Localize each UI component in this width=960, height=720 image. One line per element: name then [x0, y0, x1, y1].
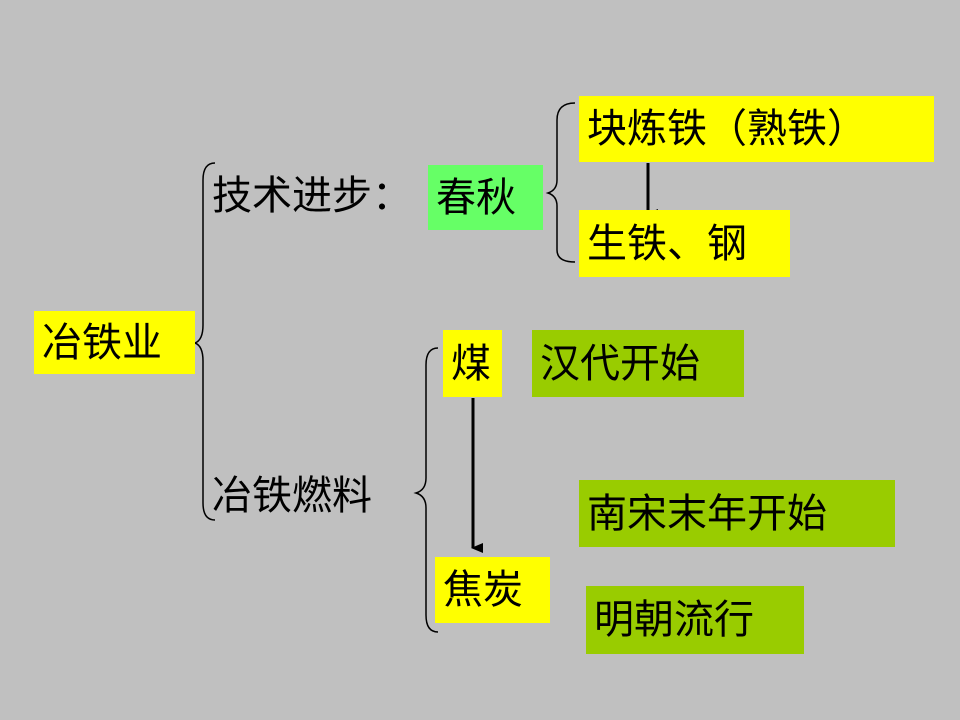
note-ming-label: 明朝流行	[594, 597, 754, 643]
fuel-brace	[413, 347, 439, 633]
root-label: 冶铁业	[42, 319, 162, 366]
note-song-label: 南宋末年开始	[587, 490, 827, 537]
item-pig-iron-steel: 生铁、钢	[579, 210, 790, 277]
fuel-coke-label: 焦炭	[443, 567, 523, 613]
period-spring-autumn: 春秋	[428, 165, 543, 230]
fuel-coal-label: 煤	[451, 340, 491, 387]
period-brace	[545, 102, 576, 263]
note-ming-dynasty: 明朝流行	[586, 586, 804, 654]
period-label: 春秋	[436, 174, 516, 221]
root-node: 冶铁业	[34, 311, 195, 374]
tech-progress-label: 技术进步：	[212, 173, 412, 219]
note-southern-song: 南宋末年开始	[579, 480, 895, 547]
item-wrought-iron-label: 块炼铁（熟铁）	[587, 106, 867, 152]
fuel-coke: 焦炭	[435, 557, 550, 623]
item-pig-iron-steel-label: 生铁、钢	[587, 220, 747, 267]
note-han-label: 汉代开始	[540, 340, 700, 387]
fuel-label: 冶铁燃料	[212, 473, 372, 519]
item-wrought-iron: 块炼铁（熟铁）	[579, 96, 934, 162]
root-brace	[192, 162, 216, 521]
note-han-dynasty: 汉代开始	[532, 330, 744, 397]
fuel-coal: 煤	[443, 330, 502, 397]
